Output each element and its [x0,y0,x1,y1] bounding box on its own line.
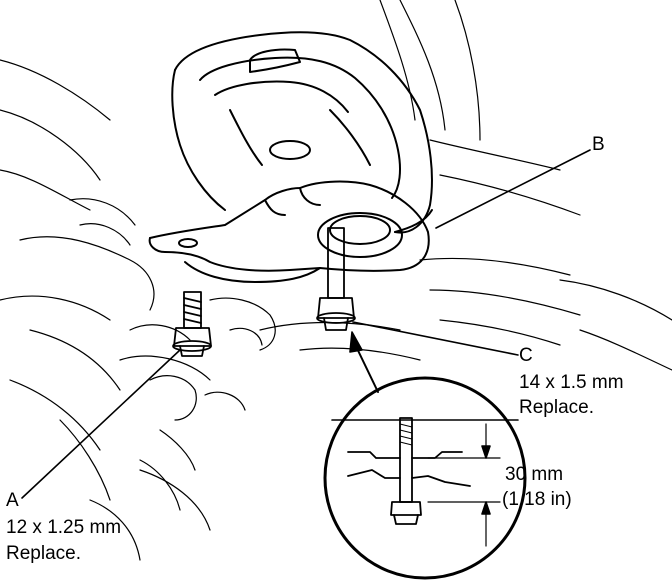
leader-a [21,349,181,499]
callout-c-note: Replace. [519,397,594,418]
callout-a-letter: A [6,490,19,511]
leader-b [435,149,591,229]
detail-dimension-mm: 30 mm [505,464,564,485]
callout-a-size: 12 x 1.25 mm [6,517,122,538]
detail-view [323,376,527,580]
engine-mount-housing [171,31,433,234]
callout-c-size: 14 x 1.5 mm [519,372,624,393]
leader-lines [21,149,591,499]
bolt-c [316,227,356,331]
mount-bracket [148,180,430,283]
bolt-a [172,291,212,357]
callout-b-letter: B [592,134,605,155]
callout-a-note: Replace. [6,543,81,564]
detail-arrowhead [349,331,363,353]
leader-c [352,321,519,356]
callout-c-letter: C [519,345,533,366]
detail-dimension-in: (1.18 in) [502,489,572,510]
background-linework [0,0,672,561]
